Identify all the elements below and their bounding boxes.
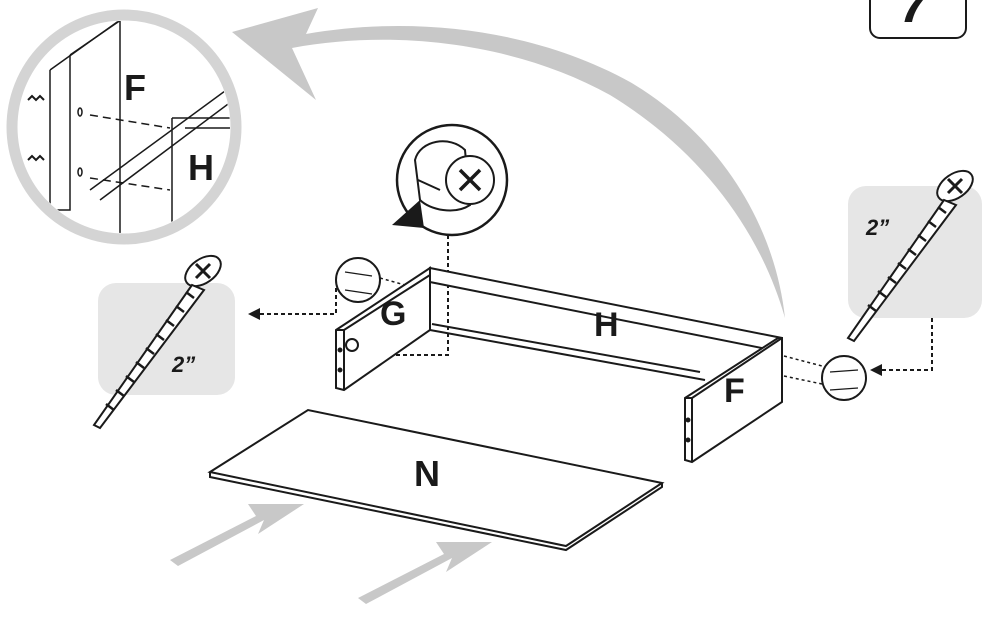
drawer-frame <box>335 266 783 464</box>
right-screw-panel: 2” <box>846 169 982 343</box>
push-arrow-left <box>170 504 304 566</box>
detail-part-f-label: F <box>124 67 146 108</box>
left-screw-length: 2” <box>171 352 195 377</box>
part-n-label: N <box>414 453 440 494</box>
part-g-label: G <box>380 295 406 333</box>
part-f-label: F <box>724 372 745 410</box>
left-hole-magnifier <box>248 257 406 320</box>
panel-g <box>335 266 431 392</box>
detail-part-h-label: H <box>188 147 214 188</box>
right-hole-magnifier <box>783 318 933 401</box>
cam-lock-icon <box>413 140 495 212</box>
right-screw-length: 2” <box>865 215 889 240</box>
cam-lock-callout <box>368 123 509 360</box>
part-h-label: H <box>594 306 619 344</box>
step-number: 7 <box>900 0 931 34</box>
step-badge: 7 <box>869 0 967 39</box>
screw-icon <box>92 254 222 430</box>
panel-f <box>684 337 783 464</box>
push-arrow-right <box>358 542 492 604</box>
curved-motion-arrow <box>232 8 785 318</box>
left-screw-panel: 2” <box>92 254 235 430</box>
panel-n <box>207 408 665 552</box>
rotate-arrow <box>392 200 424 228</box>
detail-magnifier: F H <box>6 9 242 245</box>
screw-icon <box>846 169 974 343</box>
